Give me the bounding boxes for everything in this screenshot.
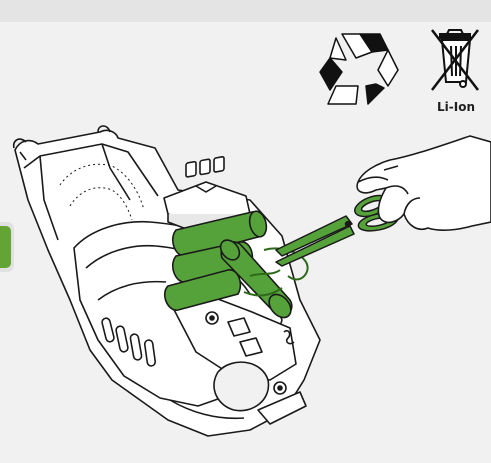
recycling-icon <box>320 34 398 104</box>
crossed-out-bin-icon <box>432 30 478 90</box>
li-ion-label: Li-Ion <box>431 100 481 114</box>
